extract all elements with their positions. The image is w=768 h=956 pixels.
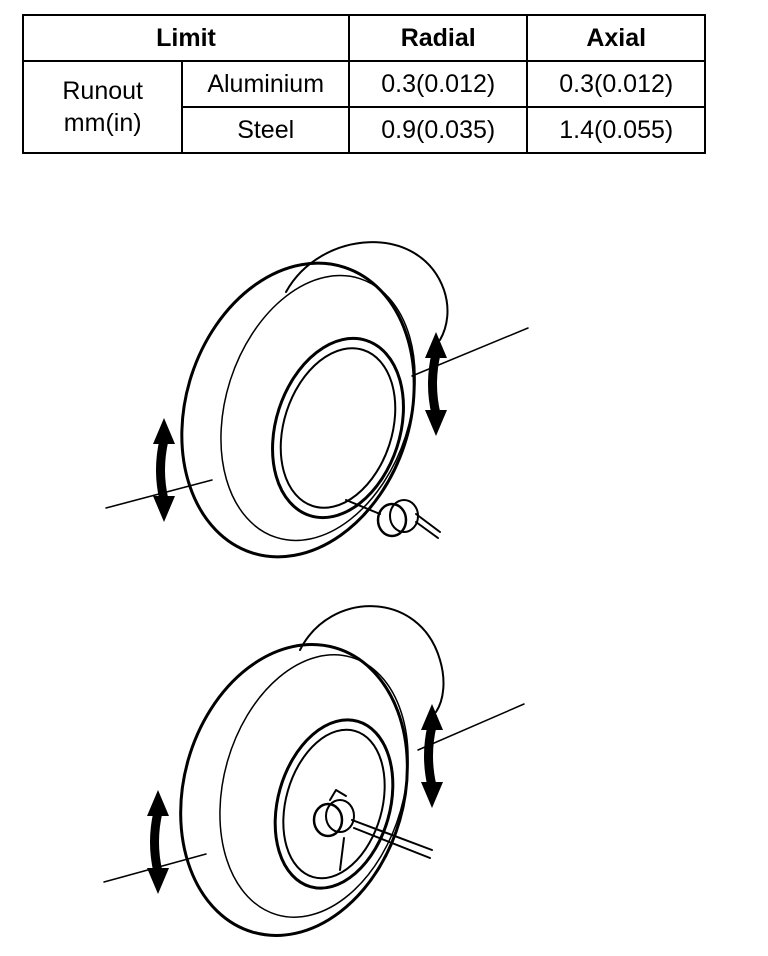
material-aluminium: Aluminium <box>181 60 350 108</box>
steel-axial-value: 1.4(0.055) <box>526 106 706 154</box>
header-limit: Limit <box>22 14 350 62</box>
table-row-aluminium: Runout mm(in) Aluminium 0.3(0.012) 0.3(0… <box>21 60 706 154</box>
header-axial: Axial <box>526 14 706 62</box>
rotation-arrow-icon <box>421 704 443 808</box>
runout-limit-table: Limit Radial Axial Runout mm(in) Alumini… <box>21 14 706 154</box>
rotation-arrow-icon <box>153 418 175 522</box>
rotation-arrow-icon <box>147 790 169 894</box>
row-label-line2: mm(in) <box>63 109 142 137</box>
dial-gauge-icon <box>312 789 433 871</box>
row-label-line1: Runout <box>62 77 143 105</box>
material-steel: Steel <box>181 106 350 154</box>
header-radial: Radial <box>347 14 529 62</box>
row-label-runout: Runout mm(in) <box>21 60 184 154</box>
aluminium-radial-value: 0.3(0.012) <box>347 60 529 108</box>
rotation-arrow-icon <box>425 332 447 436</box>
table-row-steel: Steel 0.9(0.035) 1.4(0.055) <box>23 106 706 154</box>
steel-radial-value: 0.9(0.035) <box>347 106 529 154</box>
wheel-radial-runout-icon <box>105 241 529 559</box>
dial-gauge-icon <box>345 499 441 539</box>
table-header-row: Limit Radial Axial <box>22 14 706 62</box>
wheel-axial-runout-icon <box>103 605 525 937</box>
aluminium-axial-value: 0.3(0.012) <box>526 60 706 108</box>
